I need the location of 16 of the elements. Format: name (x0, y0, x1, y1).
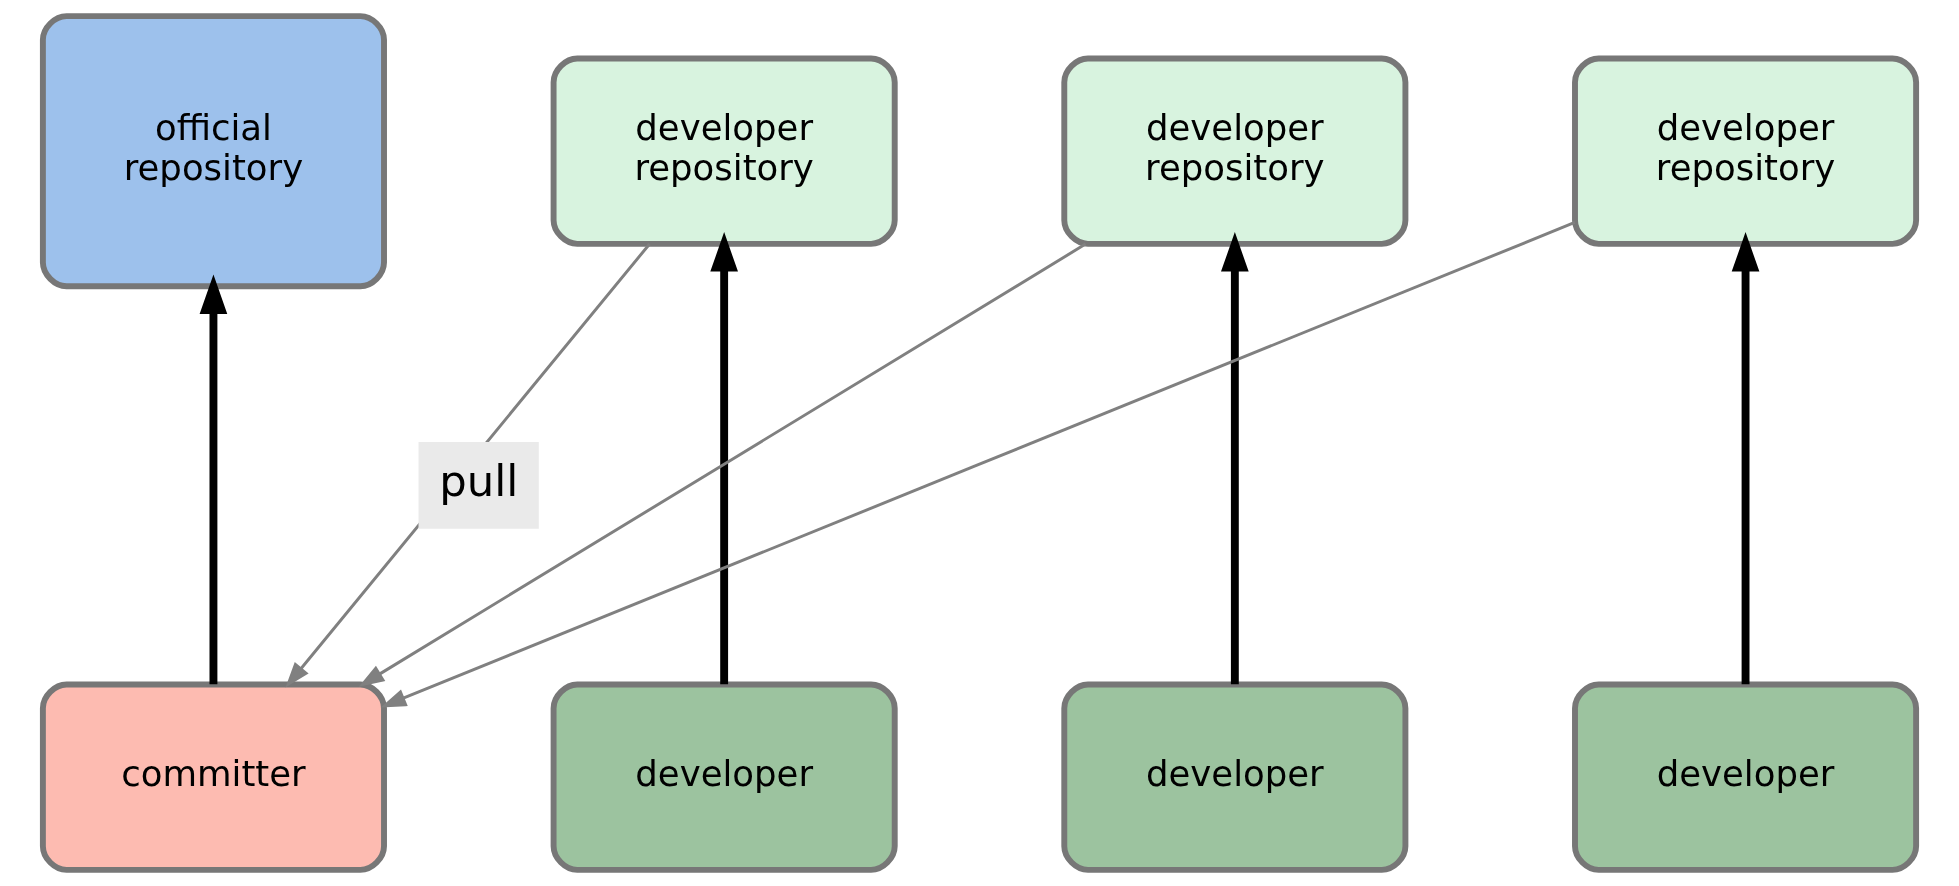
node-box: developer (1572, 681, 1920, 873)
arrow (285, 243, 651, 688)
node-box: developer repository (550, 55, 898, 247)
arrow (1221, 232, 1249, 685)
arrow (199, 274, 228, 685)
node-box: developer (550, 681, 898, 873)
node-box: committer (39, 681, 387, 873)
arrow (380, 221, 1576, 708)
arrow (358, 242, 1087, 687)
edge-label: pull (439, 456, 519, 507)
node-box: developer repository (1572, 55, 1920, 247)
arrow (710, 232, 738, 685)
node-box: developer repository (1061, 55, 1409, 247)
node-box: official repository (39, 13, 387, 290)
arrow (1731, 232, 1760, 685)
node-box: developer (1061, 681, 1409, 873)
